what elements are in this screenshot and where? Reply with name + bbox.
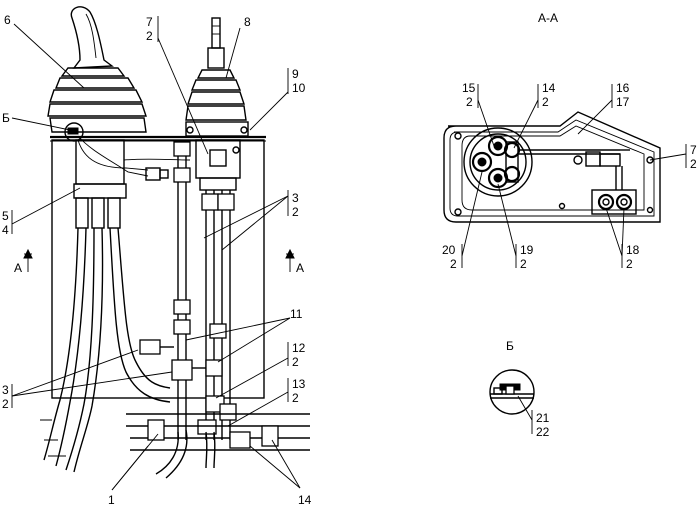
section-callout-18-qty: 2 [626, 257, 633, 271]
callout-7: 7 [146, 15, 153, 29]
detail-b-title: Б [506, 339, 514, 353]
detail-callout-21: 21 [536, 411, 550, 425]
section-callout-19: 19 [520, 243, 534, 257]
left-joystick [47, 6, 191, 199]
hydraulic-tubes [139, 141, 237, 479]
section-aa-view: А-А [442, 11, 697, 271]
section-callout-14-qty: 2 [542, 95, 549, 109]
callout-10: 10 [292, 81, 306, 95]
section-callout-17: 17 [616, 95, 630, 109]
callout-11: 11 [290, 307, 303, 321]
callout-1: 1 [108, 493, 115, 507]
callout-3-left: 3 [2, 383, 9, 397]
section-callout-15-qty: 2 [466, 95, 473, 109]
callout-5: 5 [2, 209, 9, 223]
section-aa-title: А-А [538, 11, 558, 25]
section-callout-14: 14 [542, 81, 556, 95]
section-aa-plate [443, 111, 661, 223]
callout-3-right-qty: 2 [292, 205, 299, 219]
callout-14: 14 [298, 493, 312, 507]
detail-b-view: Б 21 22 [489, 339, 550, 439]
section-callout-20: 20 [442, 243, 456, 257]
section-callout-18: 18 [626, 243, 640, 257]
callout-6: 6 [4, 13, 11, 27]
section-arrow-right-label: А [296, 261, 304, 275]
main-view: А А [2, 6, 312, 507]
section-arrow-left [23, 248, 33, 272]
section-arrow-right [285, 248, 295, 272]
section-callout-15: 15 [462, 81, 476, 95]
section-callout-20-qty: 2 [450, 257, 457, 271]
callout-4: 4 [2, 223, 9, 237]
callout-13-qty: 2 [292, 391, 299, 405]
callout-12-qty: 2 [292, 355, 299, 369]
callout-3-left-qty: 2 [2, 397, 9, 411]
detail-callout-22: 22 [536, 425, 550, 439]
callout-9: 9 [292, 67, 299, 81]
section-callout-19-qty: 2 [520, 257, 527, 271]
callout-3-right: 3 [292, 191, 299, 205]
callout-13: 13 [292, 377, 306, 391]
leader-lines-section [461, 84, 687, 268]
section-arrow-left-label: А [14, 261, 22, 275]
right-joystick [185, 17, 249, 191]
callout-12: 12 [292, 341, 306, 355]
leader-lines-main [11, 16, 301, 491]
marker-b: Б [2, 111, 10, 125]
left-cable-bundle [40, 197, 171, 473]
callout-8: 8 [244, 15, 251, 29]
section-callout-16: 16 [616, 81, 630, 95]
callout-7-qty: 2 [146, 29, 153, 43]
section-callout-7-qty: 2 [690, 157, 697, 171]
section-callout-7: 7 [690, 143, 697, 157]
bottom-pipes [126, 413, 310, 451]
housing-box [51, 139, 265, 399]
